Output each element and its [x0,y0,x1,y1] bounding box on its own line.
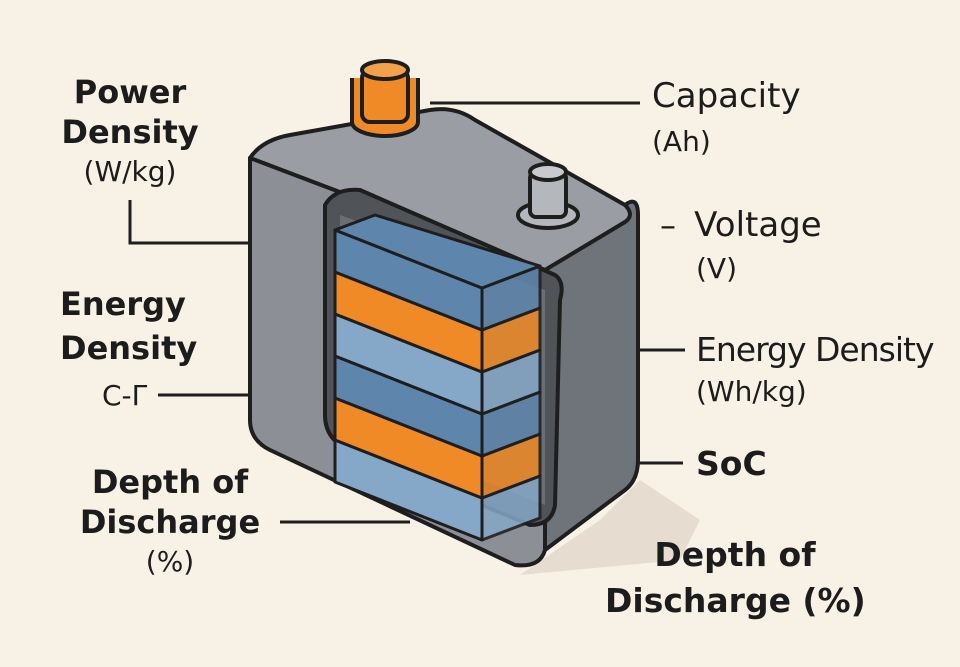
cell-stack [333,213,542,542]
voltage-dash: – [660,206,676,244]
power-density-line2: Density [61,113,199,151]
dod-left-line2: Discharge [79,503,261,541]
leader-power-density [128,200,250,245]
label-energy-density-right: Energy Density (Wh/kg) [696,330,934,412]
cell-stack-top [333,213,542,290]
energy-density-left-line2: Density [60,329,198,367]
label-power-density: Power Density (W/kg) [55,72,205,192]
voltage-row: – Voltage [660,205,822,245]
positive-terminal-icon [350,59,420,138]
power-density-unit: (W/kg) [83,155,177,188]
voltage-unit: (V) [696,252,738,285]
label-energy-density-left: Energy Density C-Γ [60,284,197,416]
dod-right-line2: Discharge (%) [605,581,866,620]
casing-top [248,107,632,272]
energy-density-left-line1: Energy [60,285,186,323]
label-capacity: Capacity (Ah) [652,76,801,162]
capacity-title: Capacity [652,76,801,116]
leader-lines [128,101,685,524]
label-soc: SoC [696,444,767,484]
label-voltage: – Voltage (V) [660,205,822,289]
power-density-line1: Power [73,73,187,111]
soc-title: SoC [696,444,767,483]
dod-left-line1: Depth of [91,463,249,501]
negative-terminal-icon [516,162,580,230]
energy-density-left-symbol: C-Γ [102,379,148,412]
dod-left-unit: (%) [145,545,195,578]
label-depth-of-discharge-right: Depth of Discharge (%) [605,535,866,621]
label-depth-of-discharge-left: Depth of Discharge (%) [70,462,270,582]
battery-shadow [520,480,700,575]
voltage-title: Voltage [694,205,822,245]
casing-side [543,199,640,552]
capacity-unit: (Ah) [652,125,711,158]
energy-density-right-unit: (Wh/kg) [696,375,807,408]
dod-right-line1: Depth of [654,535,816,574]
energy-density-right-title: Energy Density [696,330,934,369]
